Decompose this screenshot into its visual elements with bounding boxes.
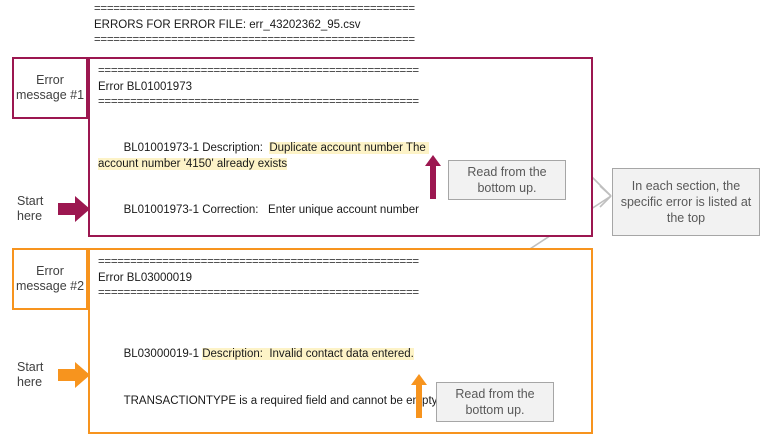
- section2-line-description-1: BL03000019-1 Description: Invalid contac…: [98, 332, 585, 379]
- section1-line1-prefix: BL01001973-1 Description:: [123, 142, 270, 154]
- arrow-right-icon-orange: [58, 362, 90, 388]
- arrow-right-icon-maroon: [58, 196, 90, 222]
- header-rule-bottom: ========================================…: [94, 34, 415, 46]
- arrow-up-icon-orange: [411, 374, 427, 418]
- side-label-error-message-1: Error message #1: [12, 57, 88, 119]
- section1-line-description-1: BL01001973-1 Description: Duplicate acco…: [98, 126, 448, 188]
- error-section-2-content: ========================================…: [98, 255, 585, 441]
- start-here-marker-2: Start here: [17, 360, 90, 390]
- section2-rule-under-heading: ========================================…: [98, 287, 419, 299]
- section2-line1-highlight: Description: Invalid contact data entere…: [202, 348, 414, 360]
- section2-line-transactiontype: TRANSACTIONTYPE is a required field and …: [98, 378, 585, 425]
- section2-line1-prefix: BL03000019-1: [123, 348, 203, 360]
- arrow-up-icon-maroon: [425, 155, 441, 199]
- section2-error-heading: Error BL03000019: [98, 271, 192, 284]
- side-label-error-message-2: Error message #2: [12, 248, 88, 310]
- section2-rule-top: ========================================…: [98, 256, 419, 268]
- start-here-label-1: Start here: [17, 194, 44, 223]
- start-here-marker-1: Start here: [17, 194, 90, 224]
- page-title: ERRORS FOR ERROR FILE: err_43202362_95.c…: [94, 18, 361, 31]
- section2-line2-text: TRANSACTIONTYPE is a required field and …: [123, 394, 438, 407]
- start-here-label-2: Start here: [17, 360, 44, 389]
- section1-rule-under-heading: ========================================…: [98, 96, 419, 108]
- callout-read-bottom-up-1: Read from the bottom up.: [448, 160, 566, 200]
- error-file-header: ========================================…: [94, 2, 564, 49]
- callout-read-bottom-up-2: Read from the bottom up.: [436, 382, 554, 422]
- error-section-1: ========================================…: [88, 57, 593, 324]
- section1-line-correction-1: BL01001973-1 Correction: Enter unique ac…: [98, 188, 585, 235]
- section1-line2-text: BL01001973-1 Correction: Enter unique ac…: [123, 204, 419, 216]
- header-rule-top: ========================================…: [94, 3, 415, 15]
- callout-section-note: In each section, the specific error is l…: [612, 168, 760, 236]
- section1-rule-top: ========================================…: [98, 65, 419, 77]
- section1-error-heading: Error BL01001973: [98, 80, 192, 93]
